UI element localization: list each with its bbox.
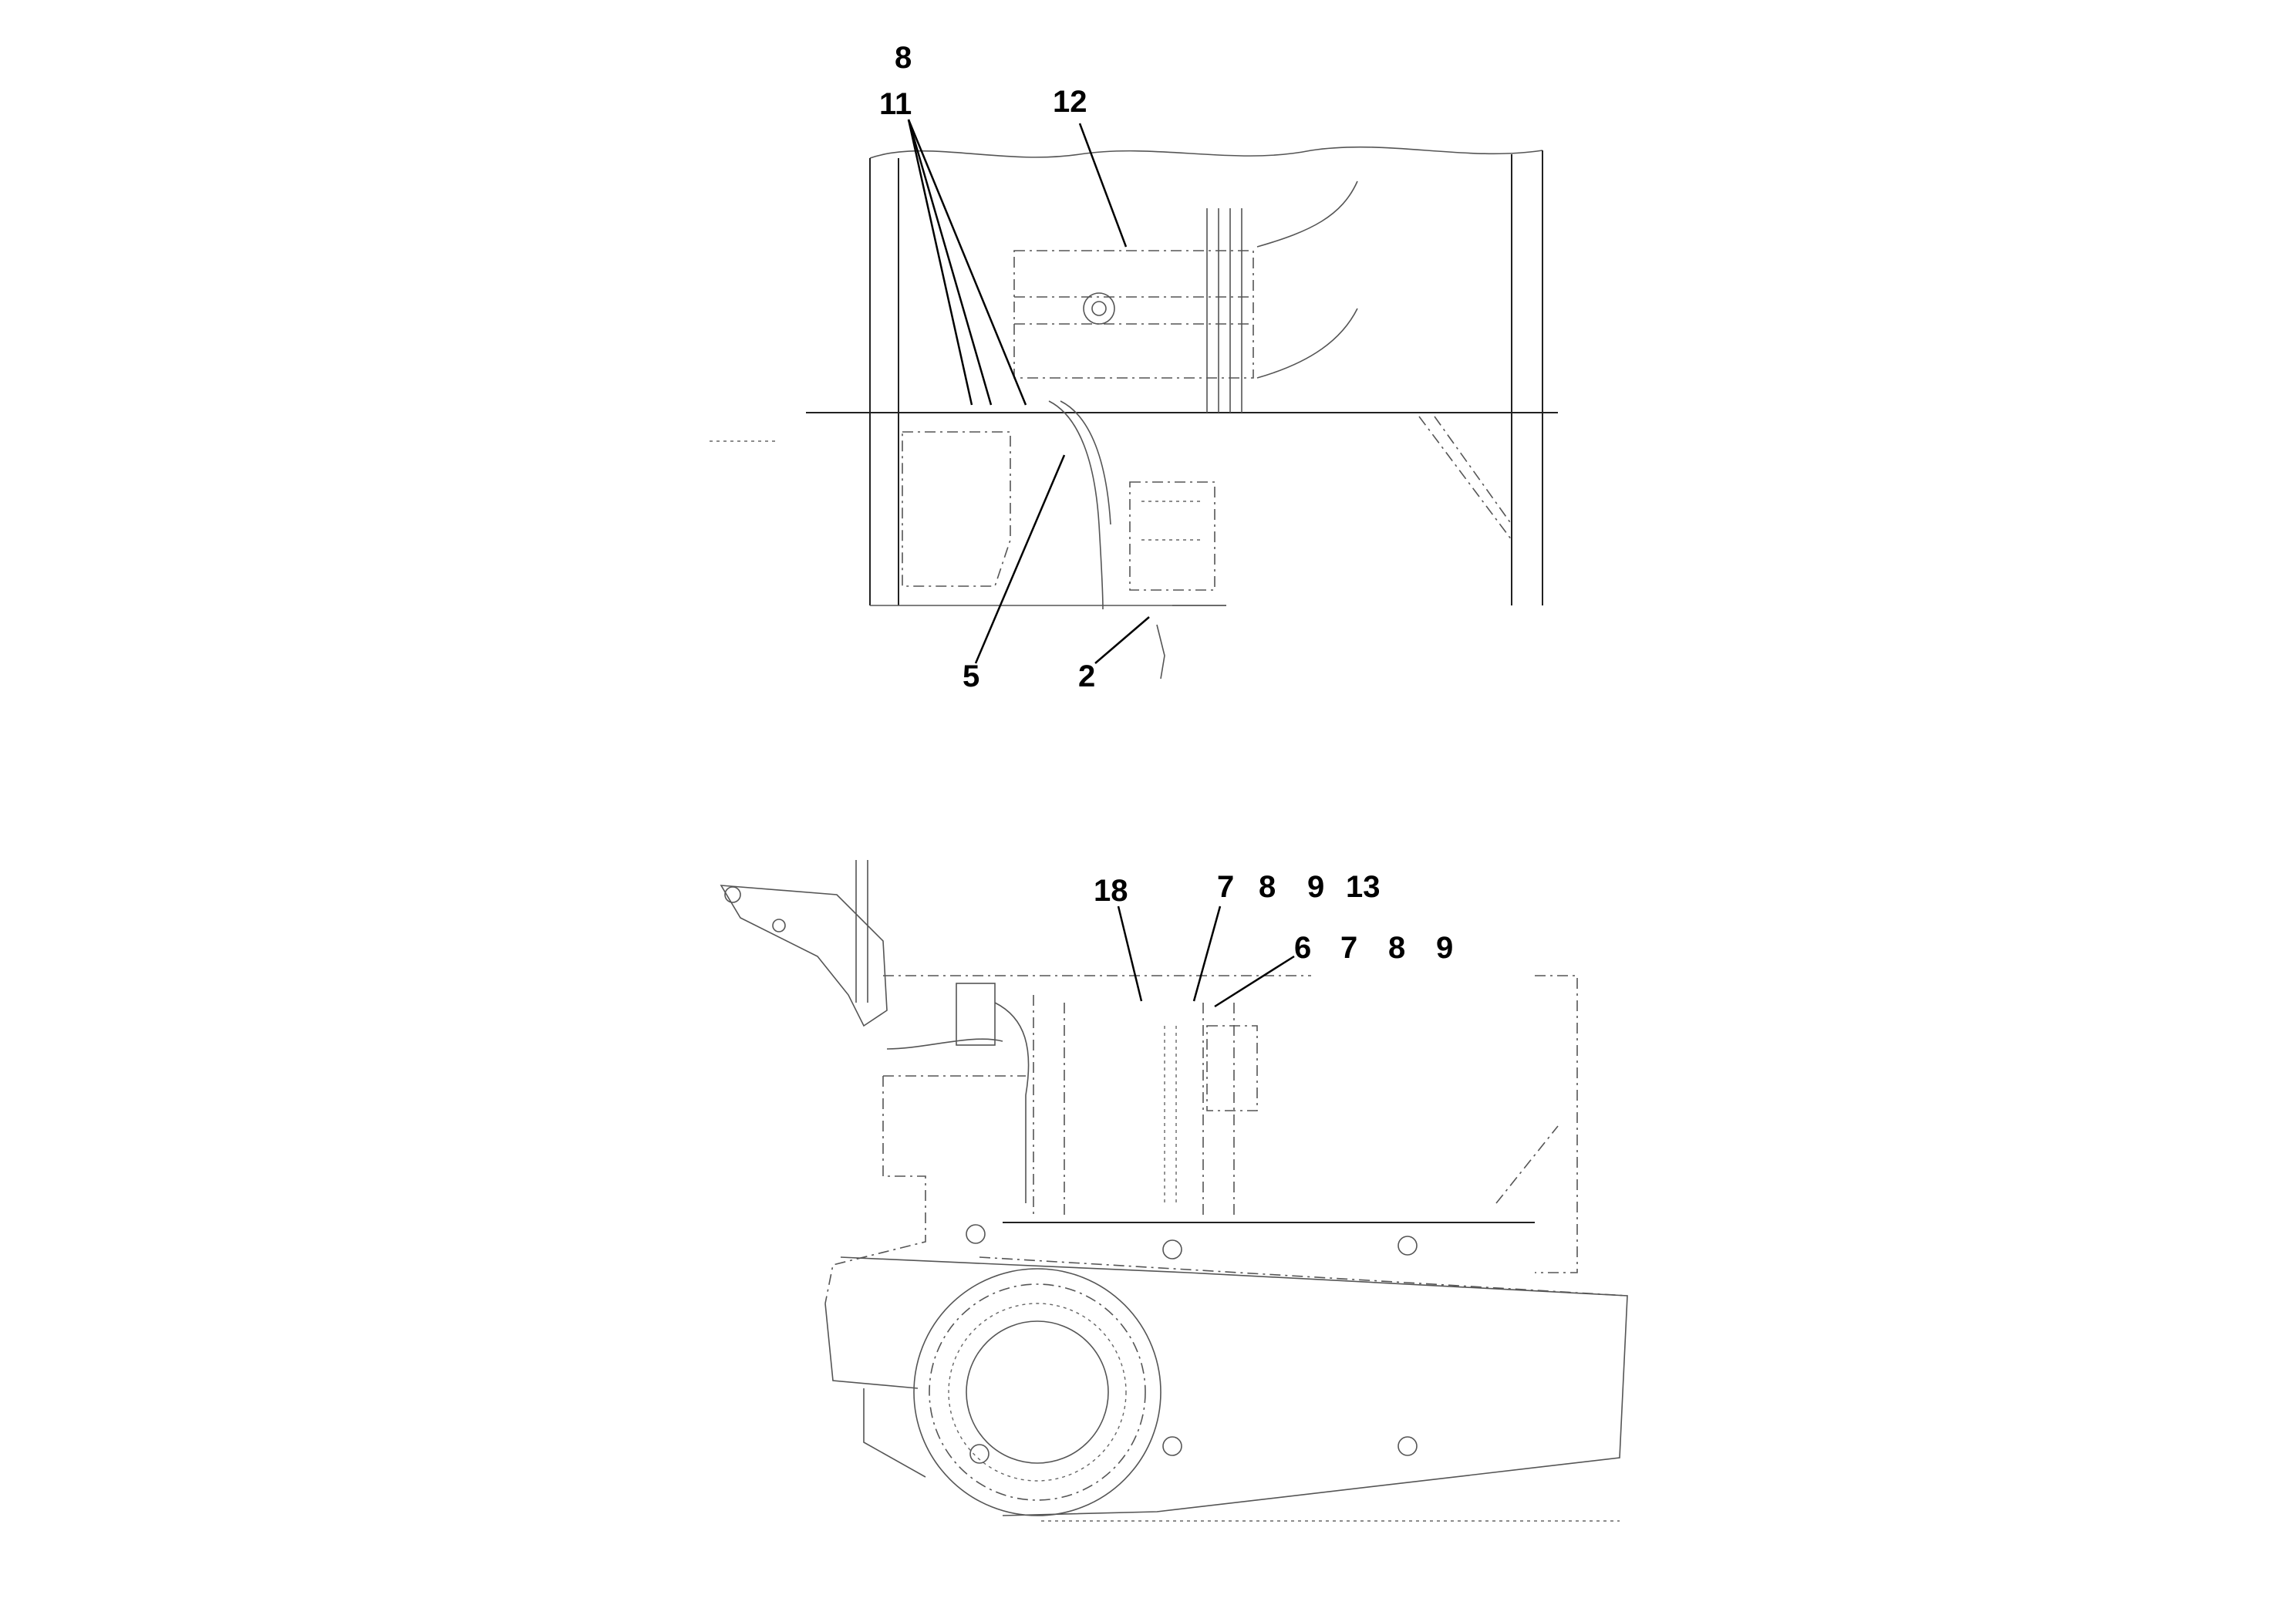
post-right	[1229, 208, 1242, 413]
tank-cap	[1083, 292, 1115, 325]
slew-ring-outer	[913, 1268, 1161, 1516]
callout-5: 5	[963, 659, 979, 693]
hose-5	[1048, 400, 1104, 610]
slew-ring-inner	[966, 1320, 1109, 1464]
callout-2: 2	[1078, 659, 1095, 693]
top-view-right-rail	[1511, 150, 1543, 605]
leader-18	[1117, 905, 1143, 1002]
slew-ring-bolts	[948, 1303, 1127, 1482]
top-view-break-line	[869, 146, 1543, 159]
hose-lower	[1256, 308, 1358, 379]
leader-6	[1214, 955, 1295, 1008]
right-brace	[1418, 416, 1512, 541]
side-view-drawing	[720, 860, 1628, 1522]
side-valve-body	[1206, 1025, 1258, 1111]
left-lower-panel	[902, 431, 1011, 587]
callout-6: 6	[1294, 931, 1311, 965]
side-upper-frame	[883, 975, 1311, 1077]
top-view-callouts: 8 11 12 5 2	[879, 41, 1095, 693]
hose-upper	[1256, 180, 1358, 248]
top-view-leaders	[907, 119, 1150, 664]
leader-12	[1078, 123, 1128, 248]
post-left	[1206, 208, 1219, 413]
hose-5-b	[1060, 400, 1111, 525]
callout-9: 9	[1307, 870, 1324, 904]
leader-11-b	[907, 119, 993, 406]
chassis-nose	[824, 1303, 926, 1478]
leader-2	[1094, 616, 1150, 664]
callout-9-second: 9	[1436, 931, 1453, 965]
callout-11: 11	[879, 87, 912, 121]
lever-arm	[720, 885, 888, 1027]
reservoir	[956, 983, 996, 1046]
lower-chassis	[840, 1256, 1628, 1516]
bolt-d	[969, 1444, 990, 1464]
top-view-drawing	[710, 146, 1558, 679]
lever-pin-b	[772, 919, 786, 932]
bolt-a	[966, 1224, 986, 1244]
callout-12: 12	[1053, 85, 1087, 119]
side-view-leaders	[1117, 905, 1295, 1008]
callout-7: 7	[1217, 870, 1234, 904]
leader-7	[1192, 905, 1222, 1002]
callout-7-second: 7	[1340, 931, 1357, 965]
callout-8: 8	[895, 41, 912, 75]
side-left-block	[824, 1076, 926, 1304]
lever-pin-a	[724, 886, 741, 903]
callout-18: 18	[1094, 874, 1128, 908]
tank-cap-inner	[1091, 301, 1107, 316]
valve-stack	[1164, 1026, 1177, 1203]
side-post-left	[855, 860, 868, 1003]
bolt-e	[1162, 1436, 1182, 1456]
bolt-c	[1397, 1236, 1418, 1256]
valve-block	[1129, 481, 1215, 591]
side-central-frame	[1033, 995, 1235, 1219]
top-view-left-rail	[869, 158, 899, 605]
cab-frame	[1495, 975, 1578, 1273]
side-hose-a	[994, 1002, 1030, 1203]
fitting-2	[1156, 624, 1165, 679]
leader-11-a	[907, 119, 973, 406]
side-view-callouts: 18 7 8 9 13 6 7 8 9	[1094, 870, 1453, 965]
callout-8-second: 8	[1388, 931, 1405, 965]
chassis-top-edge	[979, 1256, 1628, 1297]
slew-ring-mid	[929, 1283, 1146, 1501]
callout-13: 13	[1346, 870, 1381, 904]
side-hose-b	[886, 1038, 1003, 1050]
leader-11-c	[907, 119, 1027, 406]
tank-outline	[1013, 250, 1254, 379]
leader-5	[974, 454, 1066, 664]
callout-8-side: 8	[1259, 870, 1276, 904]
bolt-f	[1397, 1436, 1418, 1456]
bolt-b	[1162, 1239, 1182, 1259]
